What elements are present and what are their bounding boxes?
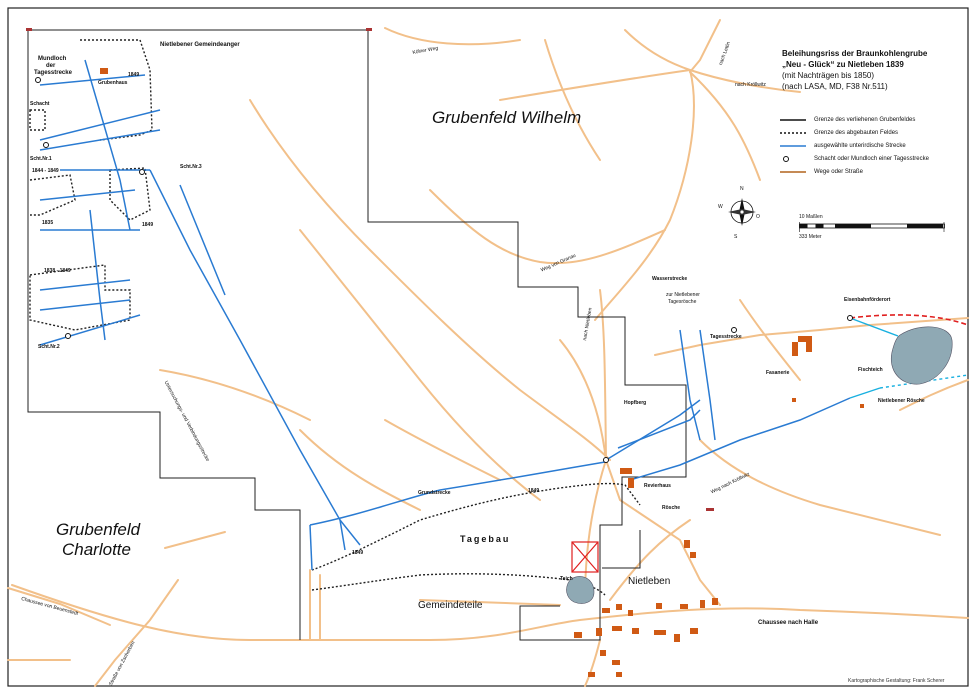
legend-item-field-boundary: Grenze des verliehenen Grubenfeldes: [814, 117, 916, 123]
legend-item-mined-area: Grenze des abgebauten Feldes: [814, 130, 899, 136]
label-nietlebener-roesche: Nietlebener Rösche: [878, 398, 925, 404]
label-zur-roesche-2: Tagesrösche: [668, 299, 697, 305]
title-line-4: (nach LASA, MD, F38 Nr.511): [782, 82, 888, 91]
buildings: [100, 68, 864, 677]
compass-east: O: [756, 214, 760, 220]
label-schacht-nr2: Scht.Nr.2: [38, 344, 60, 350]
label-chaussee-halle: Chaussee nach Halle: [758, 620, 819, 626]
fischteich-pond: [890, 326, 953, 385]
title-line-3: (mit Nachträgen bis 1850): [782, 71, 875, 80]
legend-item-road: Wege oder Straße: [814, 169, 863, 175]
label-gemeindeanger: Nietlebener Gemeindeanger: [160, 42, 240, 48]
label-fischteich: Fischteich: [858, 367, 883, 373]
label-grubenhaus: Grubenhaus: [98, 80, 128, 86]
scale-top-label: 10 Maßlen: [799, 214, 823, 220]
label-year-1849-mid: 1849: [142, 222, 154, 228]
label-schacht: Schacht: [30, 101, 50, 107]
label-tagesstrecke: Tagesstrecke: [710, 334, 742, 340]
legend-item-tunnel: ausgewählte unterirdische Strecke: [814, 143, 906, 149]
label-year-1849-low: 1849: [352, 550, 364, 556]
legend-swatches: [780, 119, 806, 173]
railway-line: [849, 314, 969, 326]
title-line-2: „Neu - Glück“ zu Nietleben 1839: [782, 60, 904, 69]
shaft-markers: [35, 77, 853, 463]
label-nach-koellwitz: nach Kröllwitz: [735, 82, 766, 88]
label-hopfberg: Hopfberg: [624, 400, 647, 406]
label-roesche: Rösche: [662, 505, 681, 511]
compass-icon: [728, 198, 756, 226]
region-grubenfeld-wilhelm: Grubenfeld Wilhelm: [432, 108, 582, 127]
label-zur-roesche-1: zur Nietlebener: [666, 292, 700, 298]
compass-south: S: [734, 234, 738, 240]
region-nietleben: Nietleben: [628, 576, 671, 587]
label-grundstrecke: Grundstrecke: [418, 490, 451, 496]
label-revierhaus: Revierhaus: [644, 483, 671, 489]
region-gemeindeteile: Gemeindeteile: [418, 600, 483, 611]
tagebau-symbol: [571, 541, 599, 573]
label-wasserstrecke: Wasserstrecke: [652, 276, 688, 282]
label-years-1844-1849: 1844 - 1849: [32, 168, 59, 174]
map-credit: Kartographische Gestaltung: Frank Schere…: [848, 678, 945, 684]
label-year-1835: 1835: [42, 220, 54, 226]
label-teich: Teich: [560, 576, 573, 582]
label-fasanerie: Fasanerie: [766, 370, 790, 376]
corner-markers: [26, 28, 714, 511]
label-mundloch-2: der: [46, 63, 56, 69]
scale-graphic: [799, 222, 945, 232]
region-grubenfeld-charlotte-line1: Grubenfeld: [56, 520, 141, 539]
label-schacht-nr3: Scht.Nr.3: [180, 164, 202, 170]
label-year-1849-top: 1849: [128, 72, 140, 78]
scale-bar: 10 Maßlen 333 Meter: [799, 212, 945, 242]
scale-bottom-label: 333 Meter: [799, 234, 822, 240]
label-eisenbahnfoerderort: Eisenbahnförderort: [844, 297, 891, 303]
teich-pond: [566, 576, 595, 604]
legend-item-shaft: Schacht oder Mundloch einer Tagesstrecke: [814, 156, 929, 162]
region-grubenfeld-charlotte-line2: Charlotte: [62, 540, 131, 559]
field-boundaries: [27, 29, 687, 641]
label-mundloch-3: Tagesstrecke: [34, 70, 72, 76]
label-years-1838-1849: 1838 - 1849: [44, 268, 71, 274]
compass-north: N: [740, 186, 744, 192]
label-year-1849-grund: 1849: [528, 488, 540, 494]
mined-areas: [29, 39, 641, 596]
label-mundloch-1: Mundloch: [38, 56, 67, 62]
map-frame: [7, 7, 969, 687]
title-line-1: Beleihungsriss der Braunkohlengrube: [782, 49, 928, 58]
region-tagebau: Tagebau: [460, 534, 511, 544]
tunnels: [39, 59, 851, 571]
label-schacht-nr1: Scht.Nr.1: [30, 156, 52, 162]
compass-west: W: [718, 204, 723, 210]
map-title: Beleihungsriss der Braunkohlengrube „Neu…: [782, 48, 962, 92]
